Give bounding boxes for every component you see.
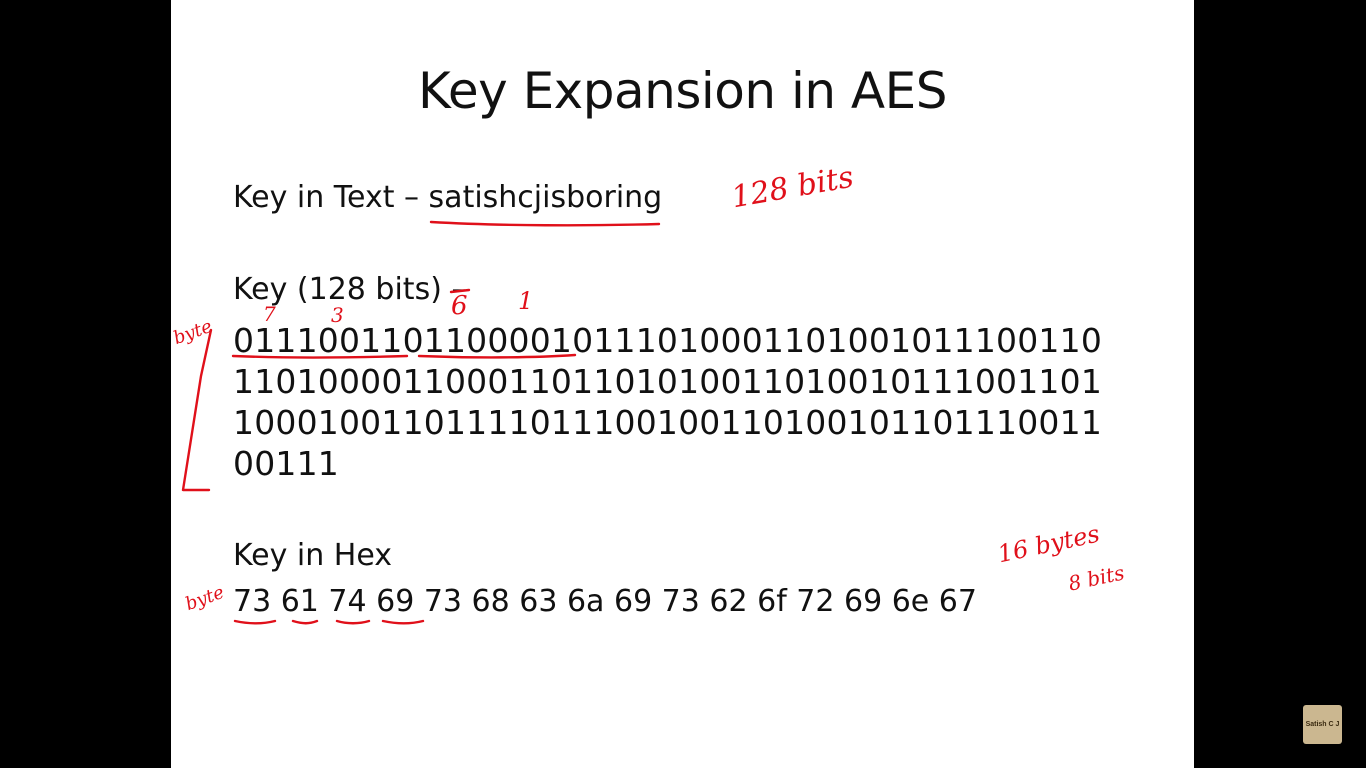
slide: Key Expansion in AES Key in Text – satis… [171,0,1194,768]
handwritten-digit-7: 7 [263,302,276,326]
underline-hex-61 [291,619,319,625]
key-binary-line: 1101000011000110110101001101001011100110… [233,362,1103,401]
handwritten-byte-bottom: byte [182,581,227,616]
handwritten-128-bits: 128 bits [728,159,857,216]
key-binary-line: 00111 [233,444,339,483]
underline-hex-73 [233,619,277,625]
handwritten-8-bits: 8 bits [1066,560,1127,596]
handwritten-16-bytes: 16 bytes [995,519,1103,569]
handwritten-digit-6: 6 [451,291,468,321]
bracket-binary-block [181,328,213,492]
key-hex-value: 73 61 74 69 73 68 63 6a 69 73 62 6f 72 6… [233,584,977,619]
key-bits-heading: Key (128 bits) – [233,272,467,307]
key-hex-heading: Key in Hex [233,538,393,573]
key-binary-line: 0111001101100001011101000110100101110011… [233,321,1103,360]
handwritten-digit-1: 1 [518,287,534,315]
underline-key-text [429,220,661,227]
handwritten-byte-top: byte [170,315,215,350]
key-binary-line: 1000100110111101110010011010010110111001… [233,403,1103,442]
key-binary-block: 0111001101100001011101000110100101110011… [233,320,1102,484]
key-in-text-line: Key in Text – satishcjisboring [233,180,663,215]
channel-watermark-badge[interactable]: Satish C J [1303,705,1342,744]
underline-hex-74 [335,619,371,625]
handwritten-digit-3: 3 [331,303,344,327]
slide-title: Key Expansion in AES [418,62,947,120]
underline-hex-69 [381,619,425,625]
